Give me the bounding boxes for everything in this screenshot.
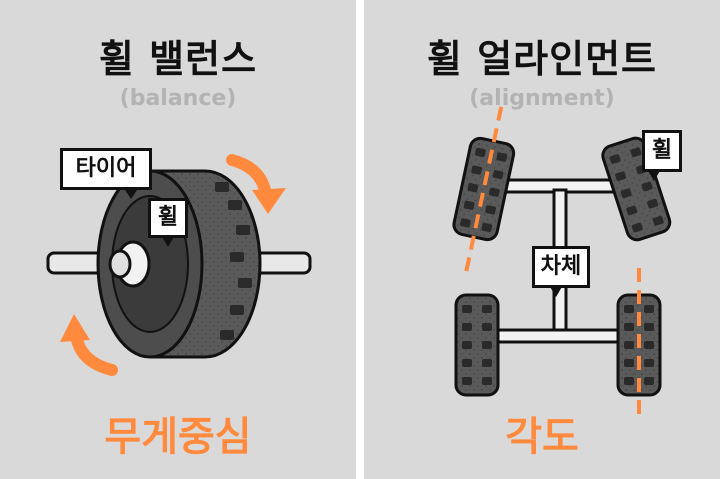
- angle-label: 각도: [505, 414, 579, 460]
- front-right-tire: [601, 136, 672, 242]
- tire-label: 타이어: [75, 156, 137, 181]
- body-label: 차체: [540, 254, 582, 279]
- rear-left-tire: [454, 293, 500, 397]
- center-of-mass-label: 무게중심: [104, 414, 252, 460]
- wheel-alignment-panel: 휠 얼라인먼트 (alignment): [364, 0, 720, 479]
- alignment-illustration: [452, 106, 672, 418]
- rear-right-tire: [616, 268, 662, 418]
- wheel-label-left: 휠: [157, 205, 179, 230]
- balance-title: 휠 밸런스: [98, 37, 258, 81]
- tire-callout: 타이어: [60, 148, 152, 199]
- alignment-title: 휠 얼라인먼트: [427, 37, 657, 81]
- balance-subtitle: (balance): [119, 86, 237, 111]
- wheel-callout-left: 휠: [148, 198, 188, 247]
- wheel-label-right: 휠: [651, 138, 673, 163]
- front-left-tire: [452, 106, 516, 274]
- wheel-balance-panel: 휠 밸런스 (balance): [0, 0, 356, 479]
- body-callout: 차체: [532, 246, 590, 297]
- alignment-subtitle: (alignment): [469, 86, 615, 111]
- wheel-callout-right: 휠: [642, 130, 682, 181]
